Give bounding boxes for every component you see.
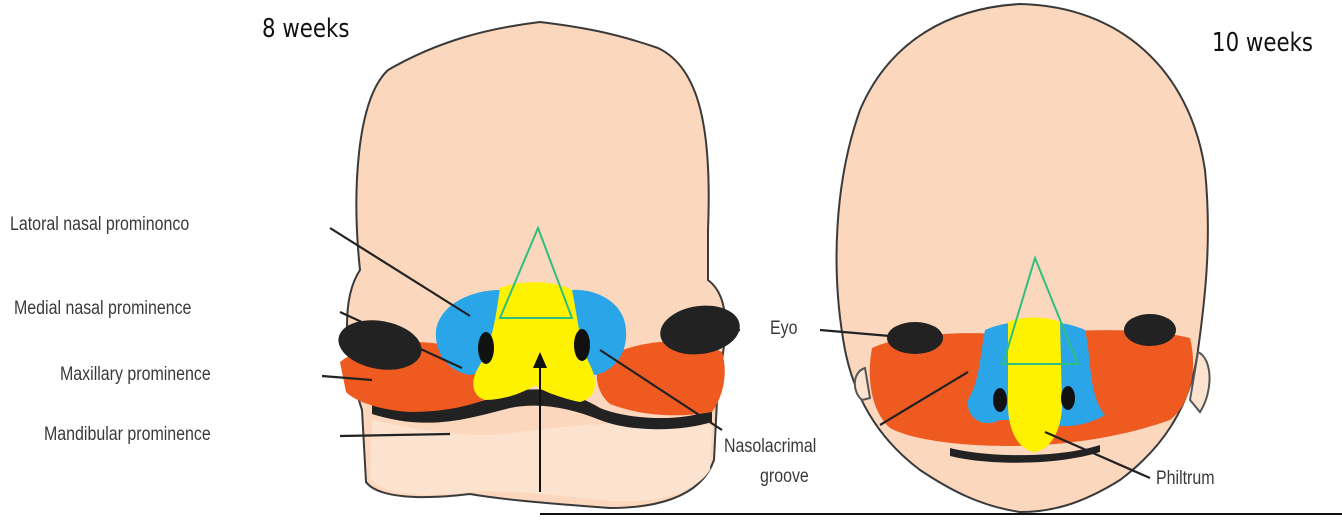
nostril-left-8wk (478, 332, 494, 364)
eye-left-10wk (887, 322, 943, 354)
nostril-right-8wk (574, 329, 590, 361)
nostril-left-10wk (993, 388, 1007, 412)
label-medial-nasal-prominence: Medial nasal prominence (14, 298, 191, 320)
nostril-right-10wk (1061, 386, 1075, 410)
medial-nasal-10wk (1008, 318, 1062, 453)
label-eye: Eyo (770, 318, 798, 340)
head-10-weeks (837, 4, 1210, 512)
label-lateral-nasal-prominence: Latoral nasal prominonco (10, 214, 189, 236)
label-mandibular-prominence: Mandibular prominence (44, 424, 211, 446)
label-philtrum: Philtrum (1156, 468, 1215, 490)
label-nasolacrimal: Nasolacrimal (724, 436, 816, 458)
eye-right-10wk (1124, 314, 1176, 346)
label-groove: groove (760, 466, 809, 488)
title-10-weeks: 10 weeks (1212, 28, 1313, 58)
label-maxillary-prominence: Maxillary prominence (60, 364, 211, 386)
title-8-weeks: 8 weeks (262, 14, 349, 44)
